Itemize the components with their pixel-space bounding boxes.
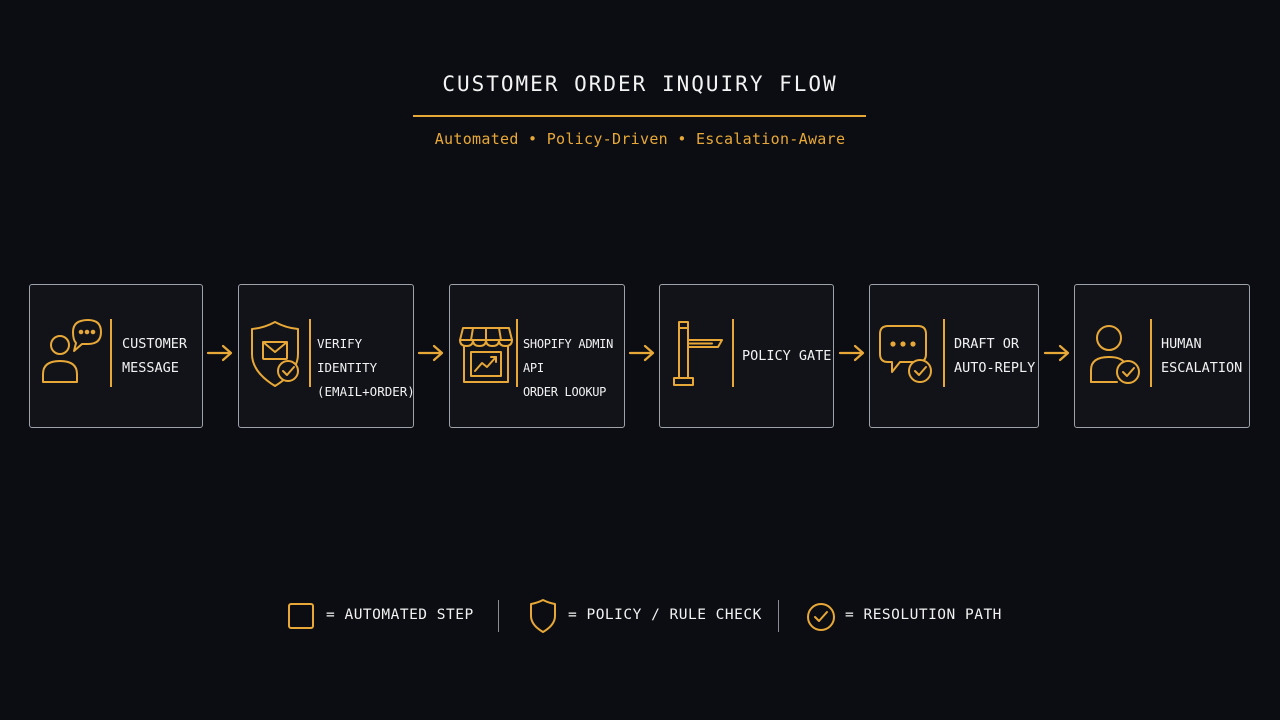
legend-label: = AUTOMATED STEP	[326, 607, 474, 623]
gate-post-icon	[673, 321, 723, 386]
legend-label: = RESOLUTION PATH	[845, 607, 1002, 623]
step-shopify-lookup: SHOPIFY ADMIN API ORDER LOOKUP	[449, 284, 625, 428]
step-divider	[516, 319, 518, 387]
arrow-right-icon	[838, 344, 865, 362]
step-label: VERIFY IDENTITY (EMAIL+ORDER)	[317, 336, 415, 399]
check-circle-icon	[807, 603, 835, 631]
step-label: POLICY GATE	[742, 348, 832, 364]
step-customer-message: CUSTOMER MESSAGE	[29, 284, 203, 428]
step-verify-identity: VERIFY IDENTITY (EMAIL+ORDER)	[238, 284, 415, 428]
chat-check-icon	[879, 325, 932, 383]
arrow-right-icon	[206, 344, 233, 362]
step-label: HUMAN ESCALATION	[1161, 336, 1243, 376]
step-policy-gate: POLICY GATE	[659, 284, 834, 428]
legend-label: = POLICY / RULE CHECK	[568, 607, 762, 623]
storefront-chart-icon	[459, 327, 513, 383]
shield-icon	[530, 599, 556, 633]
step-label: CUSTOMER MESSAGE	[122, 336, 188, 376]
page-title: CUSTOMER ORDER INQUIRY FLOW	[442, 72, 838, 96]
title-underline	[413, 115, 866, 117]
legend-divider	[778, 600, 779, 632]
shield-mail-check-icon	[251, 321, 299, 387]
person-check-icon	[1090, 325, 1140, 384]
person-chat-icon	[42, 319, 102, 383]
arrow-right-icon	[1043, 344, 1070, 362]
arrow-right-icon	[417, 344, 444, 362]
step-divider	[309, 319, 311, 387]
step-divider	[943, 319, 945, 387]
step-label: SHOPIFY ADMIN API ORDER LOOKUP	[523, 337, 614, 399]
page-subtitle: Automated • Policy-Driven • Escalation-A…	[434, 130, 846, 148]
step-divider	[732, 319, 734, 387]
step-label: DRAFT OR AUTO-REPLY	[954, 336, 1036, 376]
legend-divider	[498, 600, 499, 632]
arrow-right-icon	[628, 344, 655, 362]
step-divider	[110, 319, 112, 387]
square-icon	[288, 603, 314, 629]
step-divider	[1150, 319, 1152, 387]
step-draft-reply: DRAFT OR AUTO-REPLY	[869, 284, 1039, 428]
step-human-escalation: HUMAN ESCALATION	[1074, 284, 1250, 428]
